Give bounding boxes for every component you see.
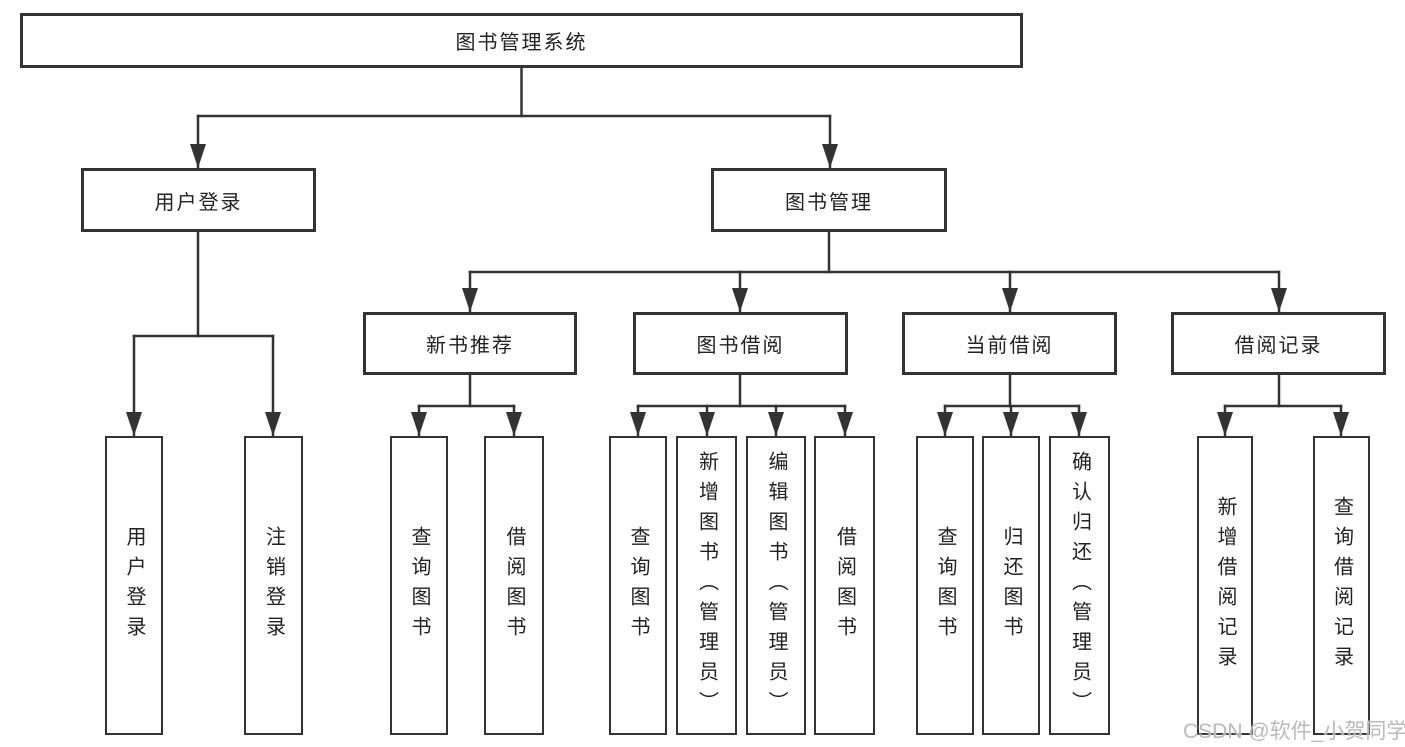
leaf-label: 借阅图书 (833, 525, 856, 646)
node-book-borrowing: 图书借阅 (633, 312, 848, 375)
leaf-return-books: 归还图书 (982, 436, 1040, 735)
leaf-query-books-current: 查询图书 (916, 436, 974, 735)
connector-root-to-level2 (190, 66, 838, 170)
leaf-label: 查询图书 (408, 525, 430, 646)
connector-book-mgmt-children (462, 230, 1287, 314)
node-borrow-records: 借阅记录 (1171, 312, 1386, 375)
leaf-label: 新增图书（管理员） (695, 450, 718, 721)
leaf-label: 借阅图书 (503, 525, 525, 646)
leaf-label: 归还图书 (1000, 525, 1022, 646)
node-current-borrowing: 当前借阅 (902, 312, 1117, 375)
node-label: 用户登录 (154, 191, 243, 214)
leaf-query-books-recommend: 查询图书 (390, 436, 448, 735)
node-label: 图书借阅 (696, 335, 785, 357)
csdn-watermark: CSDN @软件_小贺同学 (1183, 720, 1405, 743)
leaf-label: 确认归还（管理员） (1068, 450, 1091, 721)
connector-book-borrow-children (630, 373, 853, 438)
leaf-query-borrow-record: 查询借阅记录 (1313, 436, 1370, 735)
leaf-label: 查询图书 (934, 525, 956, 646)
node-book-management: 图书管理 (711, 168, 947, 232)
node-label: 借阅记录 (1234, 335, 1323, 357)
leaf-label: 编辑图书（管理员） (765, 450, 787, 721)
node-label: 图书管理 (785, 191, 873, 214)
connector-user-login-children (126, 230, 281, 438)
leaf-borrow-books: 借阅图书 (814, 436, 875, 735)
leaf-add-borrow-record: 新增借阅记录 (1197, 436, 1253, 735)
leaf-label: 注销登录 (262, 525, 285, 646)
node-new-book-recommend: 新书推荐 (363, 312, 577, 375)
leaf-label: 用户登录 (123, 525, 145, 646)
node-label: 新书推荐 (426, 335, 514, 357)
leaf-user-login: 用户登录 (105, 436, 163, 735)
leaf-borrow-books-recommend: 借阅图书 (484, 436, 544, 735)
leaf-label: 新增借阅记录 (1214, 495, 1236, 676)
leaf-label: 查询借阅记录 (1330, 495, 1353, 676)
leaf-edit-books-admin: 编辑图书（管理员） (746, 436, 806, 735)
connector-current-borrow-children (937, 373, 1087, 438)
node-library-system: 图书管理系统 (20, 13, 1023, 68)
leaf-logout: 注销登录 (244, 436, 303, 735)
leaf-query-books-borrowing: 查询图书 (609, 436, 667, 735)
leaf-label: 查询图书 (627, 525, 649, 646)
node-user-login: 用户登录 (81, 168, 316, 232)
node-label: 图书管理系统 (455, 32, 588, 54)
connector-borrow-records-children (1217, 373, 1349, 438)
leaf-confirm-return-admin: 确认归还（管理员） (1049, 436, 1110, 735)
node-label: 当前借阅 (965, 335, 1054, 357)
leaf-add-books-admin: 新增图书（管理员） (676, 436, 737, 735)
connector-new-rec-children (411, 373, 522, 438)
